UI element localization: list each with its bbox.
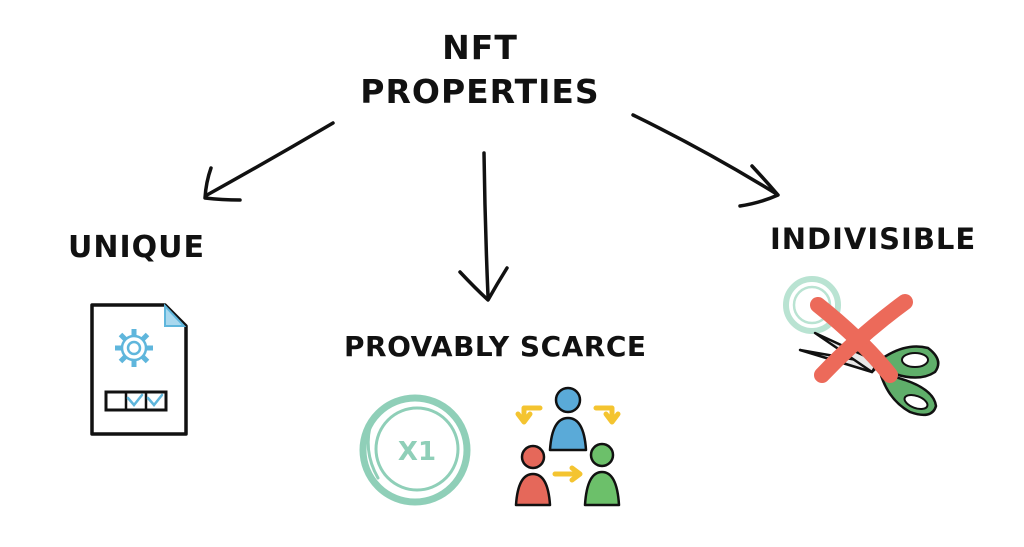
node-label-provably-scarce: PROVABLY SCARCE: [344, 330, 647, 363]
coin-x1-icon: X1: [359, 394, 471, 506]
scissors-cross-icon: [783, 276, 940, 417]
document-gear-icon: [90, 303, 188, 436]
arrow-to-indivisible: [631, 113, 780, 208]
node-label-unique: UNIQUE: [68, 230, 205, 265]
arrow-to-provably-scarce: [458, 151, 509, 302]
people-exchange-icon: [514, 386, 621, 507]
diagram-title: NFT PROPERTIES: [340, 26, 620, 114]
title-line-2: PROPERTIES: [360, 72, 600, 111]
node-label-indivisible: INDIVISIBLE: [770, 222, 977, 256]
coin-label: X1: [398, 437, 436, 467]
title-line-1: NFT: [442, 28, 518, 67]
arrow-to-unique: [203, 121, 335, 202]
